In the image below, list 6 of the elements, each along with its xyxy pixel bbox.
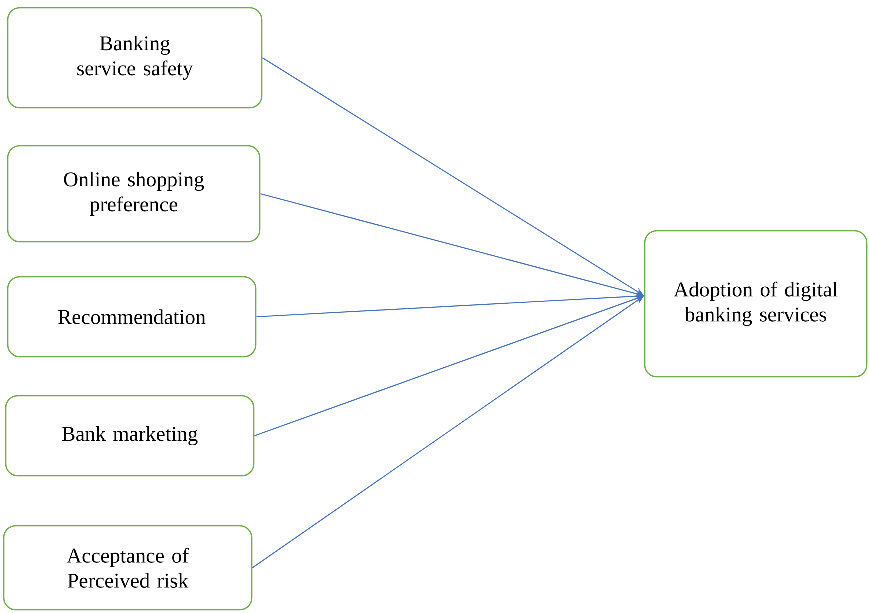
factor-box: Acceptance of Perceived risk: [3, 525, 253, 611]
factor-box: Bank marketing: [5, 395, 255, 477]
factor-box: Adoption of digital banking services: [644, 230, 868, 378]
factor-box: Banking service safety: [7, 7, 263, 109]
factor-box: Online shopping preference: [7, 145, 261, 243]
factor-box: Recommendation: [7, 276, 257, 358]
